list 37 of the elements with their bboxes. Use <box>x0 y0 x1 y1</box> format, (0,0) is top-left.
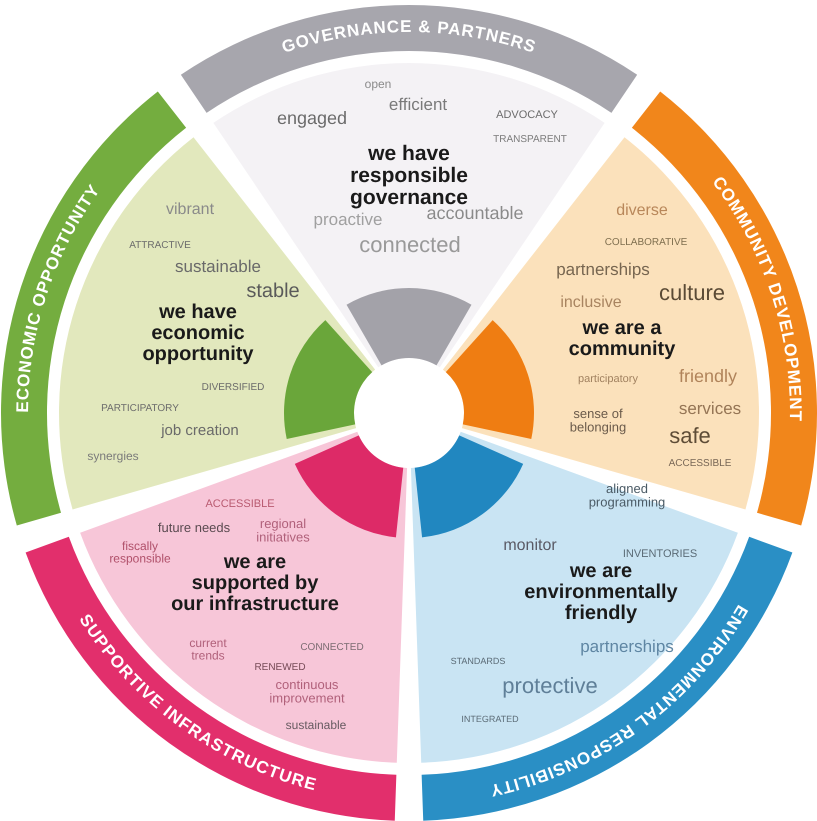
keyword-text: participatory <box>578 373 638 385</box>
keyword-text: aligned programming <box>588 481 666 510</box>
keyword-text: culture <box>658 280 726 305</box>
keyword-text: PARTICIPATORY <box>101 403 179 414</box>
statement-text: we are a community <box>568 317 676 360</box>
keyword-text: stable <box>246 280 300 302</box>
keyword-text: friendly <box>678 366 738 386</box>
keyword-text: ACCESSIBLE <box>668 458 732 469</box>
keyword-text: ADVOCACY <box>496 109 558 121</box>
keyword-text: monitor <box>503 537 557 554</box>
keyword-text: vibrant <box>166 201 214 218</box>
keyword-text: services <box>678 399 742 418</box>
keyword-text: regional initiatives <box>256 516 310 545</box>
keyword-text: safe <box>669 423 711 448</box>
statement-text: we are supported by our infrastructure <box>171 551 339 615</box>
keyword-text: diverse <box>616 202 668 219</box>
keyword-text: COLLABORATIVE <box>604 237 688 248</box>
keyword-text: TRANSPARENT <box>493 134 567 145</box>
keyword-text: ACCESSIBLE <box>205 498 275 510</box>
keyword-text: ATTRACTIVE <box>129 240 191 251</box>
keyword-text: synergies <box>87 449 139 463</box>
keyword-text: connected <box>359 232 461 257</box>
statement-text: we have economic opportunity <box>142 301 254 365</box>
keyword-text: fiscally responsible <box>109 539 171 566</box>
keyword-text: engaged <box>276 108 348 128</box>
keyword-text: efficient <box>388 95 448 114</box>
keyword-text: open <box>364 77 392 91</box>
keyword-text: job creation <box>161 422 239 439</box>
keyword-text: future needs <box>158 520 230 535</box>
keyword-text: INVENTORIES <box>622 548 698 560</box>
keyword-text: sense of belonging <box>570 406 626 435</box>
keyword-text: partnerships <box>556 260 650 279</box>
keyword-text: proactive <box>314 210 382 229</box>
keyword-text: inclusive <box>560 294 622 311</box>
keyword-text: CONNECTED <box>300 642 364 653</box>
keyword-text: DIVERSIFIED <box>202 382 264 393</box>
keyword-text: sustainable <box>175 257 261 276</box>
